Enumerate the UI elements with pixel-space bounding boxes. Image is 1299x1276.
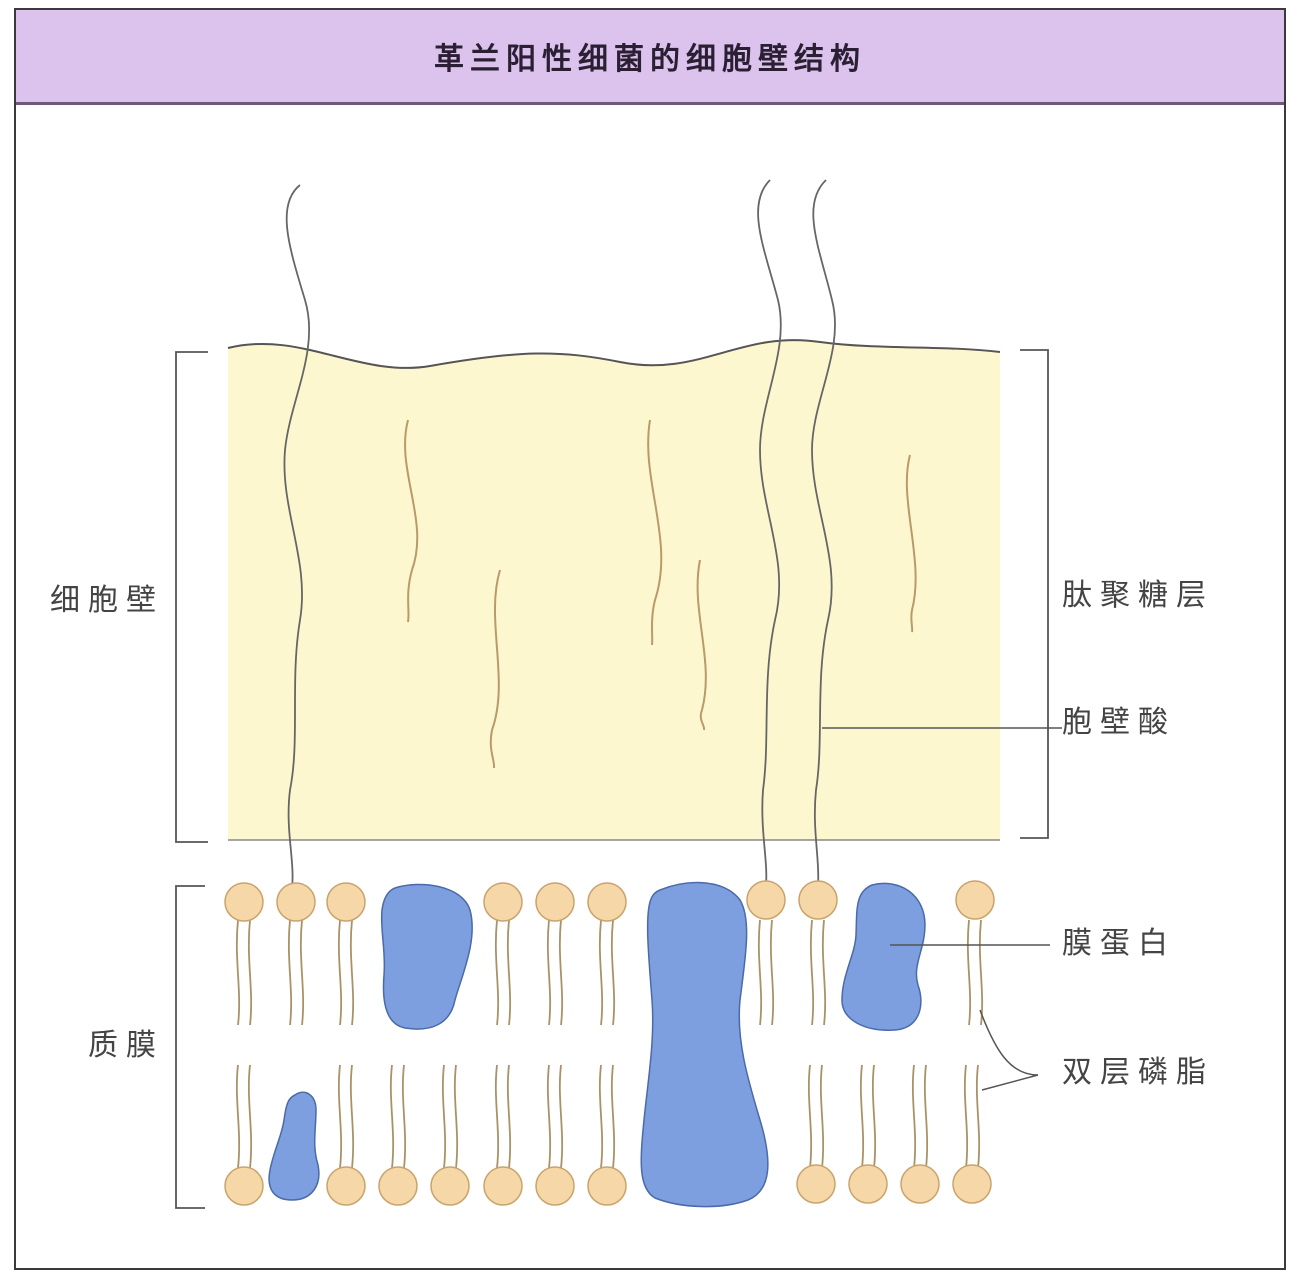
lipid-tail [496, 920, 498, 1025]
lipid-tail [249, 920, 251, 1025]
membrane-protein-upper-right [842, 883, 925, 1030]
lipid-head [536, 1167, 574, 1205]
lipid-head [799, 881, 837, 919]
membrane-protein-lower-left [269, 1092, 319, 1200]
lipid-head [484, 883, 522, 921]
membrane-proteins [269, 883, 925, 1207]
lipid-tail [821, 1065, 823, 1168]
phospholipid-bilayer-label: 双层磷脂 [1062, 1055, 1214, 1090]
plasma-membrane-label: 质膜 [88, 1028, 164, 1063]
lipid-head [953, 1165, 991, 1203]
lower-lipid-tails [237, 1065, 979, 1168]
lipid-tail [560, 920, 562, 1025]
lipid-tail [237, 920, 239, 1025]
lipid-tail [289, 920, 291, 1025]
lipid-tail [351, 920, 353, 1025]
cell-wall-label: 细胞壁 [50, 583, 164, 618]
lipid-tail [508, 1065, 510, 1168]
peptidoglycan-layer [228, 340, 1000, 840]
lipid-head [588, 1167, 626, 1205]
lipid-tail [600, 920, 602, 1025]
lipid-tail [339, 1065, 341, 1168]
lipid-tail [339, 920, 341, 1025]
lower-lipid-heads [225, 1165, 991, 1205]
lipid-tail [913, 1065, 915, 1168]
lipid-tail [977, 1065, 979, 1168]
peptidoglycan-bracket [1020, 350, 1048, 838]
lipid-head [277, 883, 315, 921]
lipid-head [327, 883, 365, 921]
lipid-head [431, 1167, 469, 1205]
cell-wall-bracket [176, 352, 208, 842]
lipid-head [588, 883, 626, 921]
lipid-head [225, 883, 263, 921]
lipid-tail [600, 1065, 602, 1168]
lipid-head [379, 1167, 417, 1205]
peptidoglycan-label: 肽聚糖层 [1062, 578, 1214, 613]
lipid-tail [301, 920, 303, 1025]
membrane-protein-upper-left [382, 884, 473, 1029]
phospholipid-leader [982, 1075, 1038, 1090]
lipid-tail [612, 1065, 614, 1168]
lipid-tail [823, 920, 825, 1025]
lipid-tail [980, 920, 982, 1025]
lipid-tail [351, 1065, 353, 1168]
lipid-tail [508, 920, 510, 1025]
lipid-tail [759, 920, 761, 1025]
lipid-head [849, 1165, 887, 1203]
lipid-head [901, 1165, 939, 1203]
lipid-tail [861, 1065, 863, 1168]
membrane-protein-label: 膜蛋白 [1062, 926, 1176, 961]
lipid-tail [968, 920, 970, 1025]
lipid-tail [811, 920, 813, 1025]
lipid-tail [249, 1065, 251, 1168]
membrane-protein-transmembrane [641, 883, 768, 1207]
phospholipid-leader [980, 1010, 1038, 1075]
lipid-tail [560, 1065, 562, 1168]
lipid-tail [548, 920, 550, 1025]
lipid-head [484, 1167, 522, 1205]
lipid-tail [455, 1065, 457, 1168]
lipid-head [797, 1165, 835, 1203]
lipid-tail [391, 1065, 393, 1168]
lipid-tail [873, 1065, 875, 1168]
lipid-head [327, 1167, 365, 1205]
lipid-tail [809, 1065, 811, 1168]
lipid-head [747, 881, 785, 919]
lipid-tail [925, 1065, 927, 1168]
lipid-tail [443, 1065, 445, 1168]
lipid-tail [237, 1065, 239, 1168]
lipid-tail [496, 1065, 498, 1168]
lipid-head [225, 1167, 263, 1205]
plasma-membrane-bracket [176, 886, 205, 1208]
lipid-head [536, 883, 574, 921]
lipid-tail [612, 920, 614, 1025]
lipid-tail [548, 1065, 550, 1168]
lipid-head [956, 881, 994, 919]
teichoic-acid-label: 胞壁酸 [1062, 705, 1176, 740]
lipid-tail [965, 1065, 967, 1168]
lipid-tail [771, 920, 773, 1025]
lipid-tail [403, 1065, 405, 1168]
